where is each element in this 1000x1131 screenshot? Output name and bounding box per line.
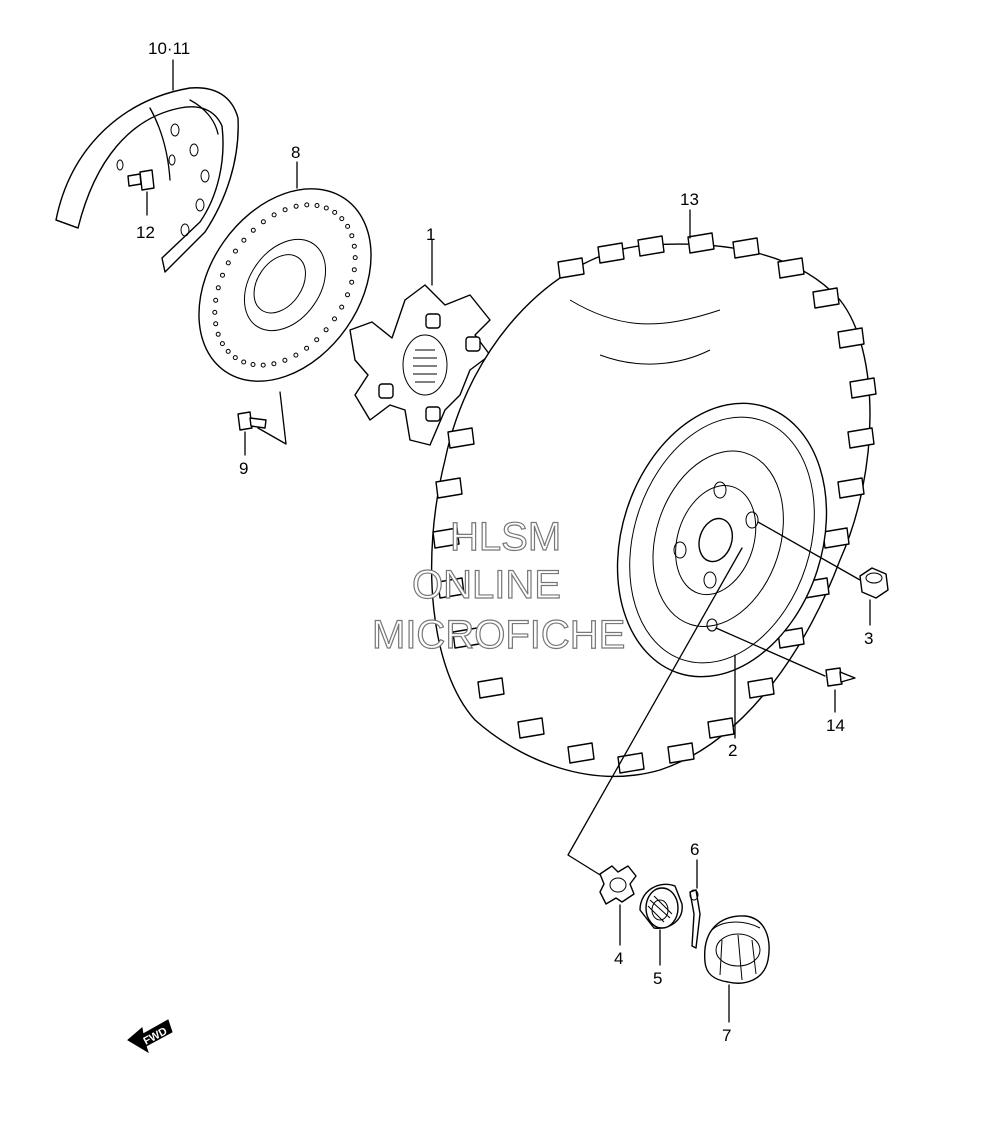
watermark-line-3: MICROFICHE: [372, 613, 625, 657]
fwd-arrow-icon: FWD: [127, 1019, 173, 1054]
callout-3: 3: [864, 629, 873, 648]
wheel-hub: [349, 284, 491, 446]
cotter-pin-6: [689, 889, 701, 949]
callout-13: 13: [680, 190, 699, 209]
watermark-line-1: HLSM: [450, 515, 561, 559]
callout-14: 14: [826, 716, 845, 735]
watermark: HLSM ONLINE MICROFICHE: [371, 514, 626, 657]
wheel-nut-3: [859, 567, 889, 599]
washer-4: [599, 865, 637, 905]
brake-disc-cover: [55, 87, 239, 273]
callout-9: 9: [239, 459, 248, 478]
callout-4: 4: [614, 949, 623, 968]
watermark-line-2: ONLINE: [412, 563, 561, 607]
callout-7: 7: [722, 1026, 731, 1045]
brake-disc: [198, 188, 372, 382]
callout-5: 5: [653, 969, 662, 988]
callout-8: 8: [291, 143, 300, 162]
callout-12: 12: [136, 223, 155, 242]
callout-1: 1: [426, 225, 435, 244]
fwd-label: FWD: [142, 1025, 170, 1047]
callout-10-11: 10·11: [148, 39, 190, 58]
bolt-9: [237, 411, 267, 431]
hub-cap-7: [704, 915, 770, 984]
wheel-rim: [616, 402, 828, 678]
callout-2: 2: [728, 741, 737, 760]
castle-nut-5: [639, 883, 683, 929]
bolt-12: [127, 169, 155, 191]
callout-6: 6: [690, 840, 699, 859]
valve-14: [825, 667, 856, 687]
